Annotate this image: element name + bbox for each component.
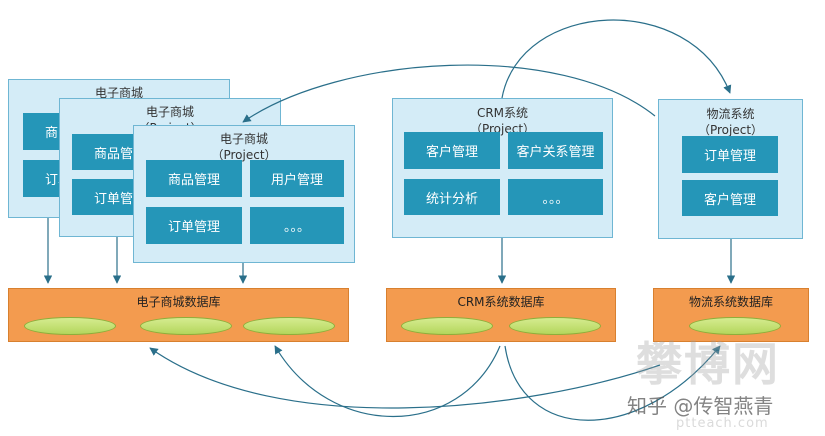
- database-disk: [243, 317, 335, 335]
- project-subtitle: （Project）: [697, 123, 764, 137]
- database-disk: [401, 317, 493, 335]
- module-box: 用户管理: [250, 160, 344, 197]
- arrow-crm-to-ecommerce-db: [274, 345, 501, 417]
- arrow-crm-to-logistics: [501, 19, 732, 99]
- logistics-project: 物流系统 （Project） 订单管理 客户管理: [658, 99, 803, 239]
- module-box: 统计分析: [404, 179, 500, 215]
- ecommerce-project-front: 电子商城 （Project） 商品管理 用户管理 订单管理 。。。: [133, 125, 355, 263]
- ecommerce-database: 电子商城数据库: [8, 288, 349, 342]
- watermark-brand: 攀博网: [636, 337, 780, 391]
- project-title: 电子商城: [219, 132, 268, 146]
- database-disk: [689, 317, 781, 335]
- project-title: CRM系统: [476, 106, 529, 120]
- module-box: 订单管理: [682, 136, 778, 173]
- database-disk: [140, 317, 232, 335]
- watermark-url: ptteach.com: [676, 416, 769, 431]
- project-title: 电子商城: [145, 105, 194, 119]
- database-disk: [24, 317, 116, 335]
- database-disk: [509, 317, 601, 335]
- module-box: 客户关系管理: [508, 132, 603, 169]
- database-title: 物流系统数据库: [688, 295, 773, 309]
- module-box: 客户管理: [404, 132, 500, 169]
- arrow-crm-to-logistics-db: [504, 345, 721, 421]
- arrow-logistics-to-ecommerce-db: [149, 347, 661, 409]
- module-box: 客户管理: [682, 180, 778, 216]
- module-box: 订单管理: [146, 207, 242, 244]
- project-subtitle: （Project）: [211, 148, 277, 162]
- module-box: 。。。: [250, 207, 344, 244]
- watermark-author: 知乎 @传智燕青: [627, 394, 774, 418]
- project-title: 电子商城: [94, 86, 143, 100]
- logistics-database: 物流系统数据库: [653, 288, 809, 342]
- crm-project: CRM系统 （Project） 客户管理 客户关系管理 统计分析 。。。: [392, 98, 613, 238]
- module-box: 商品管理: [146, 160, 242, 197]
- crm-database: CRM系统数据库: [386, 288, 616, 342]
- arrow-logistics-to-ecommerce: [242, 64, 656, 123]
- project-title: 物流系统: [706, 107, 755, 121]
- database-title: CRM系统数据库: [457, 295, 545, 309]
- module-box: 。。。: [508, 179, 603, 215]
- database-title: 电子商城数据库: [136, 295, 221, 309]
